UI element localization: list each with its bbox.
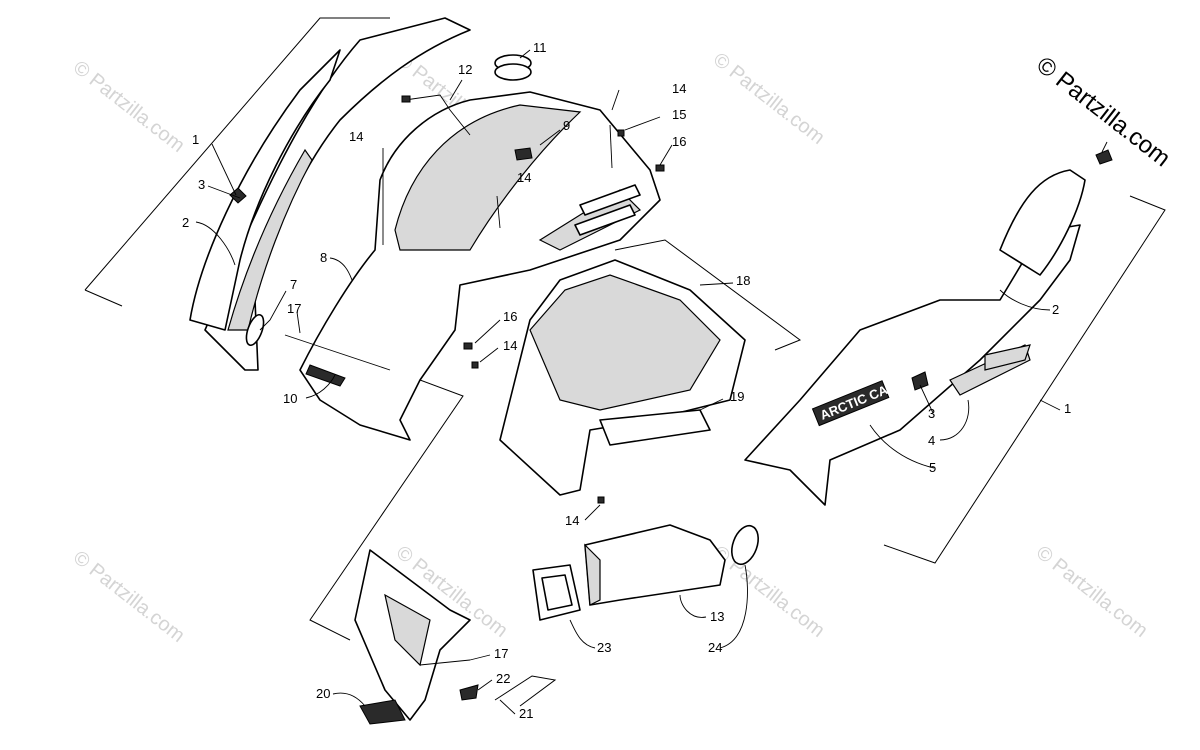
assembly-frames bbox=[84, 17, 1166, 707]
callout-20: 20 bbox=[316, 686, 330, 701]
callout-14-center: 14 bbox=[517, 170, 531, 185]
callout-5: 5 bbox=[929, 460, 936, 475]
callout-14-upper-left: 14 bbox=[349, 129, 363, 144]
wire-harness-part bbox=[401, 94, 471, 136]
callout-11: 11 bbox=[533, 40, 547, 55]
callout-19: 19 bbox=[730, 389, 744, 404]
callout-3-left: 3 bbox=[198, 177, 205, 192]
frame-lower-left bbox=[309, 379, 464, 641]
air-duct-assembly bbox=[532, 524, 759, 621]
main-nose-body bbox=[299, 91, 661, 441]
grommet-part bbox=[494, 54, 532, 81]
callout-16-lower: 16 bbox=[503, 309, 517, 324]
callout-4: 4 bbox=[928, 433, 935, 448]
callout-2-right: 2 bbox=[1052, 302, 1059, 317]
watermark-7: © Partzilla.com bbox=[1032, 542, 1152, 642]
callout-9: 9 bbox=[563, 118, 570, 133]
callout-15: 15 bbox=[672, 107, 686, 122]
lower-nose-piece bbox=[354, 549, 479, 725]
watermark-6: © Partzilla.com bbox=[709, 542, 829, 642]
callout-1-left: 1 bbox=[192, 132, 199, 147]
callout-14-bottom: 14 bbox=[565, 513, 579, 528]
callout-16-upper: 16 bbox=[672, 134, 686, 149]
right-side-panel: ARCTIC CAT bbox=[744, 149, 1113, 506]
callout-21: 21 bbox=[519, 706, 533, 721]
frame-left-hood-bottom bbox=[84, 289, 123, 307]
callout-leaders bbox=[195, 49, 1108, 715]
callout-2-left: 2 bbox=[182, 215, 189, 230]
frame-nose bbox=[494, 675, 557, 707]
fasteners bbox=[284, 124, 665, 666]
callout-3-right: 3 bbox=[928, 406, 935, 421]
frame-right-hood bbox=[883, 195, 1166, 564]
callout-14-lower-left: 14 bbox=[503, 338, 517, 353]
callout-13: 13 bbox=[710, 609, 724, 624]
left-side-panel bbox=[189, 17, 471, 371]
callout-22: 22 bbox=[496, 671, 510, 686]
callout-8: 8 bbox=[320, 250, 327, 265]
callouts: 1 3 2 7 17 8 10 11 12 14 9 14 15 16 14 1… bbox=[182, 40, 1071, 721]
callout-12: 12 bbox=[458, 62, 472, 77]
watermark-1: © Partzilla.com bbox=[69, 57, 189, 157]
callout-7: 7 bbox=[290, 277, 297, 292]
callout-24: 24 bbox=[708, 640, 722, 655]
callout-14-upper-right: 14 bbox=[672, 81, 686, 96]
air-box bbox=[499, 259, 746, 496]
callout-18: 18 bbox=[736, 273, 750, 288]
callout-1-right: 1 bbox=[1064, 401, 1071, 416]
frame-air-box bbox=[614, 239, 802, 351]
watermark-3: © Partzilla.com bbox=[709, 49, 829, 149]
watermark-4: © Partzilla.com bbox=[69, 547, 189, 647]
callout-17-lower: 17 bbox=[494, 646, 508, 661]
frame-left-hood bbox=[84, 17, 390, 291]
callout-10: 10 bbox=[283, 391, 297, 406]
callout-17-left: 17 bbox=[287, 301, 301, 316]
callout-23: 23 bbox=[597, 640, 611, 655]
